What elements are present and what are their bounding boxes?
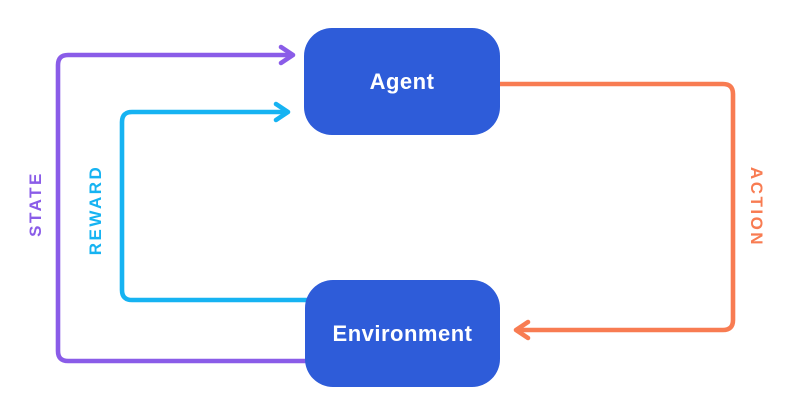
environment-node: Environment bbox=[305, 280, 500, 387]
reward-arrow bbox=[119, 101, 313, 303]
action-arrow bbox=[495, 81, 736, 341]
environment-node-label: Environment bbox=[332, 320, 473, 346]
agent-node-label: Agent bbox=[369, 68, 435, 94]
agent-node: Agent bbox=[304, 28, 500, 135]
action-edge-label: ACTION bbox=[747, 166, 766, 248]
reward-edge-label: REWARD bbox=[86, 164, 105, 256]
state-edge-label: STATE bbox=[26, 171, 45, 237]
state-arrow bbox=[55, 44, 313, 364]
